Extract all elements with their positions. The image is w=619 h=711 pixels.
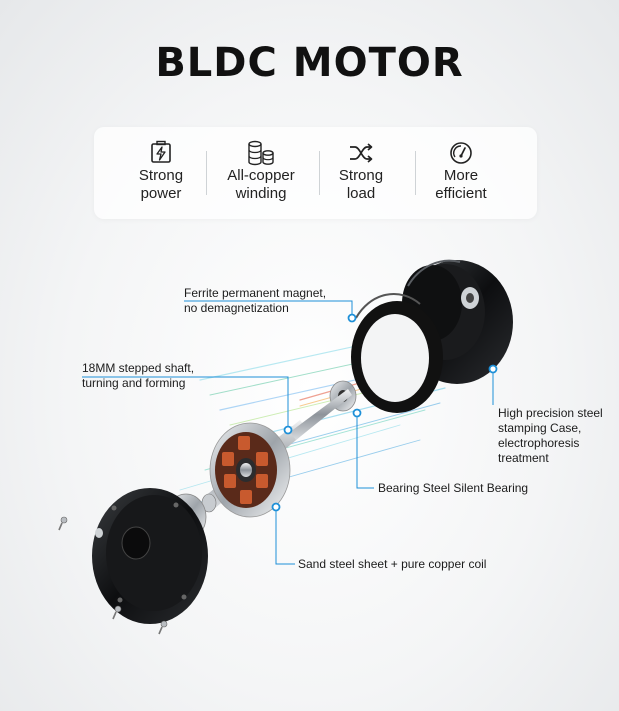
magnet-ring [351,293,443,413]
callout-stator-line1: Sand steel sheet + pure copper coil [298,557,487,571]
callout-magnet-line1: Ferrite permanent magnet, [184,286,327,300]
feature-label-1: Strong [338,167,384,184]
speedometer-icon [450,142,472,164]
callout-bearing-line1: Bearing Steel Silent Bearing [378,481,529,495]
end-cover [92,488,208,624]
feature-label-2: efficient [435,185,487,202]
bearing-marker-dot [352,408,362,418]
callout-shaft: 18MM stepped shaft, turning and forming [82,361,194,391]
callout-magnet: Ferrite permanent magnet, no demagnetiza… [184,286,326,316]
callout-shaft-line2: turning and forming [82,376,186,390]
feature-label-1: More [443,167,479,184]
callout-case: High precision steel stamping Case, elec… [498,406,603,466]
callout-case-line4: treatment [498,451,549,465]
feature-label-2: power [140,185,182,202]
copper-coil-icon [248,140,274,166]
bearing-leader-line [356,413,374,489]
shaft-leader-line [82,376,289,430]
stator-marker-dot [271,502,281,512]
callout-case-line3: electrophoresis [498,436,580,450]
screws [58,516,168,635]
divider [415,151,416,195]
feature-label-2: load [346,185,376,202]
feature-label-1: Strong [138,167,184,184]
callout-bearing: Bearing Steel Silent Bearing [378,481,528,496]
callout-case-line1: High precision steel [498,406,603,420]
shaft-marker-dot [283,425,293,435]
callout-case-line2: stamping Case, [498,421,582,435]
page-title: BLDC MOTOR [155,40,464,86]
screw-icon [58,516,68,531]
stator [209,422,291,518]
shuffle-arrows-icon [350,143,373,163]
callout-shaft-line1: 18MM stepped shaft, [82,361,195,375]
feature-label-2: winding [235,185,287,202]
divider [319,151,320,195]
divider [206,151,207,195]
magnet-leader-line [184,300,353,318]
case-marker-dot [488,364,498,374]
callout-stator: Sand steel sheet + pure copper coil [298,557,486,572]
feature-label-1: All-copper [227,167,295,184]
magnet-marker-dot [347,313,357,323]
screw-icon [158,620,168,635]
callout-lines [82,300,494,565]
stator-leader-line [275,507,295,565]
screw-icon [112,605,122,620]
callout-dots [271,313,498,512]
battery-bolt-icon [151,140,171,163]
callout-magnet-line2: no demagnetization [184,301,289,315]
